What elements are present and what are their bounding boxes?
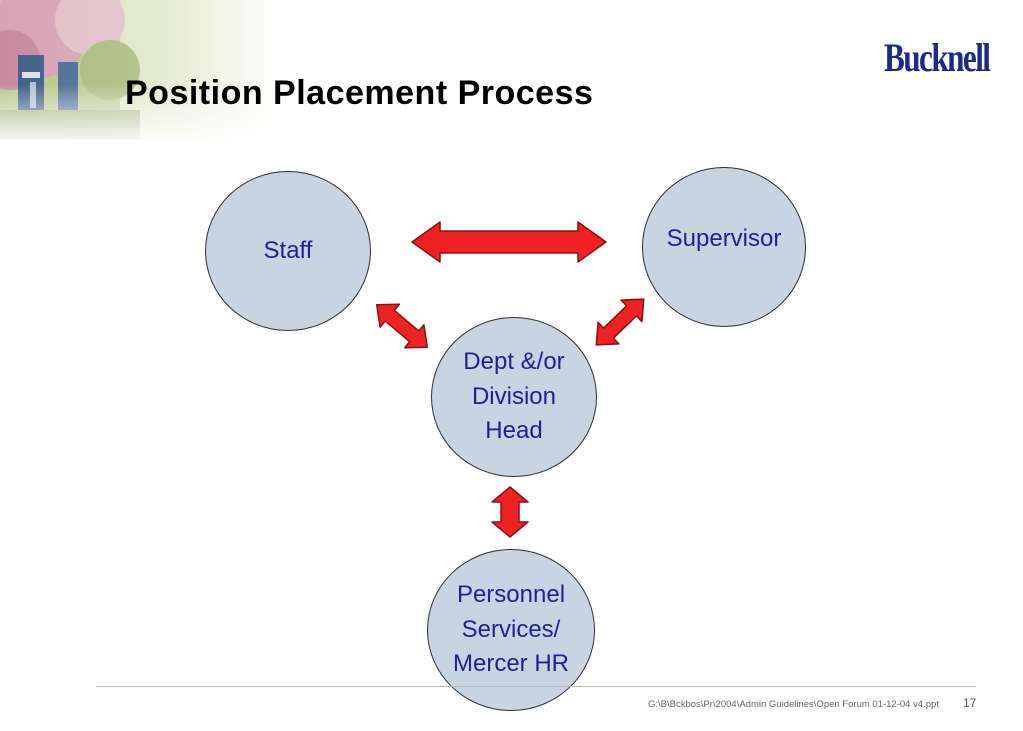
footer-divider (96, 686, 976, 687)
node-supervisor: Supervisor (642, 167, 806, 327)
campus-photo-image (0, 0, 280, 140)
node-supervisor-label: Supervisor (666, 224, 782, 252)
page-number: 17 (963, 696, 977, 710)
footer-file-path: G:\B\Bckbos\Pr\2004\Admin Guidelines\Ope… (648, 699, 939, 710)
node-staff: Staff (205, 171, 371, 331)
arrow-staff-supervisor (411, 221, 607, 263)
node-personnel-label: Personnel Services/ Mercer HR (452, 580, 569, 678)
node-staff-label: Staff (263, 236, 313, 264)
slide-title: Position Placement Process (125, 74, 594, 112)
node-dept-head: Dept &/or Division Head (431, 317, 597, 477)
node-personnel: Personnel Services/ Mercer HR (427, 549, 595, 711)
node-dept-head-label: Dept &/or Division Head (463, 347, 565, 445)
arrow-dept-head-personnel (491, 486, 529, 538)
campus-photo (0, 0, 280, 140)
arrow-staff-dept-head (375, 303, 429, 349)
arrow-supervisor-dept-head (595, 298, 645, 346)
bucknell-logo: Bucknell (884, 35, 991, 80)
